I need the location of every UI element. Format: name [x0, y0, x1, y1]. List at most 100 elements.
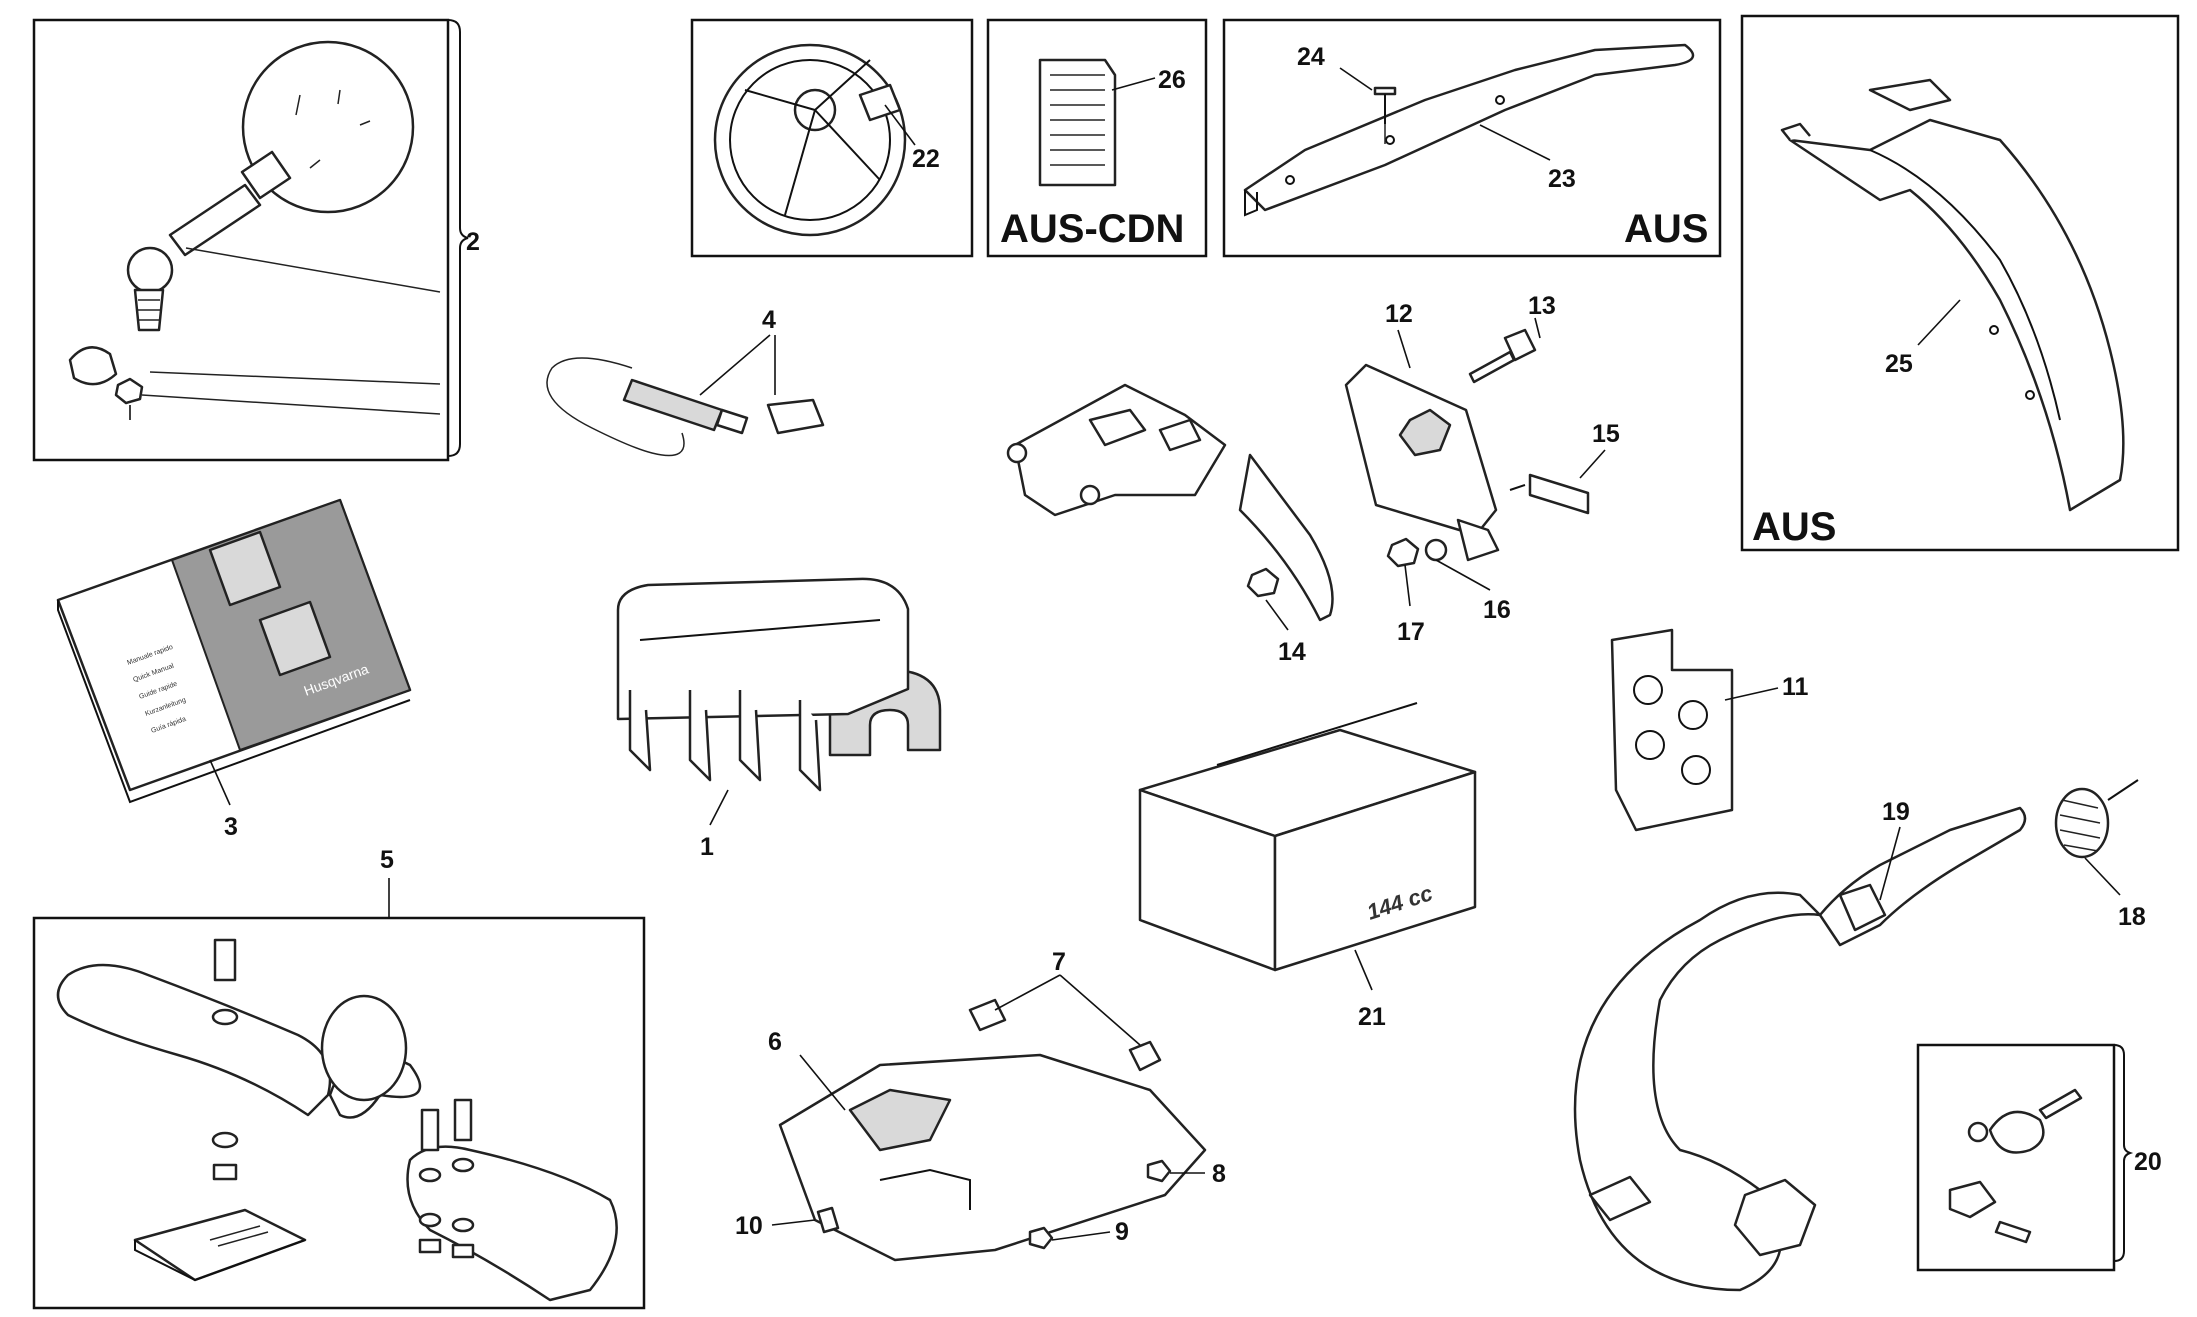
part-5-instruction-card-edge [134, 1239, 306, 1282]
part-10-leader [771, 1219, 816, 1226]
callout-4: 4 [762, 306, 776, 334]
part-8-screw [1146, 1159, 1172, 1183]
part-24-leader [1339, 67, 1373, 91]
part-22-frame [690, 18, 974, 258]
part-23-hole-c [1495, 95, 1505, 105]
part-19-lower-tab [1588, 1175, 1652, 1222]
part-23-hole-b [1385, 135, 1395, 145]
part-6-skid-plate-recess [848, 1088, 952, 1152]
part-25-fender-edge [1869, 149, 2061, 421]
mirror-boot [240, 150, 292, 200]
part-5-handguard-left [56, 963, 332, 1117]
callout-14: 14 [1278, 638, 1306, 666]
part-3-leader [209, 759, 231, 806]
part-20-clamp [1988, 1110, 2045, 1154]
part-16-leader [1435, 559, 1491, 591]
part-4-usb-cap [766, 398, 825, 435]
mirror-reflection-marks [261, 89, 371, 175]
part-9-leader [1051, 1231, 1111, 1241]
callout-26: 26 [1158, 66, 1186, 94]
mirror-thread [138, 299, 160, 321]
part-4-usb-plug [715, 408, 749, 435]
part-1-flap-d [798, 700, 822, 792]
part-17-nut [1386, 537, 1420, 568]
part-11-leader [1724, 687, 1779, 701]
part-12-plate-cross [1398, 408, 1452, 457]
callout-19: 19 [1882, 798, 1910, 826]
part-18-leader [2084, 857, 2121, 896]
part-22-spokes [744, 59, 881, 216]
part-18-spring [2054, 787, 2110, 859]
part-15-pin-end [1509, 484, 1526, 491]
part-21-box-tape [1216, 702, 1418, 766]
part-20-bolt [2038, 1088, 2083, 1120]
part-15-leader [1579, 449, 1606, 479]
callout-22: 22 [912, 145, 940, 173]
part-1-flap-c [738, 690, 762, 782]
part-4-group: 4 [546, 306, 825, 457]
part-14-leader [1265, 599, 1289, 631]
part-18-spring-coils [2059, 799, 2101, 852]
region-aus-rear-fender: AUS [1752, 505, 1836, 549]
part-5-washer-b [211, 1131, 239, 1149]
callout-5: 5 [380, 846, 394, 874]
part-4-leader [699, 334, 776, 396]
part-22-group: 22 [690, 18, 974, 258]
part-6-skid-plate-rib [879, 1168, 971, 1210]
part-7-tab-a [968, 998, 1007, 1032]
callout-15: 15 [1592, 420, 1620, 448]
plate-holder-bracket-holes [1088, 408, 1202, 452]
part-5-washer-f [451, 1217, 475, 1233]
part-3-group: Husqvarna Manuale rapido Quick Manual Gu… [56, 498, 412, 841]
part-22-leader [884, 104, 916, 146]
part-1-group: 1 [616, 577, 942, 861]
part-10-spacer [816, 1206, 840, 1234]
part-4-usb-body [622, 378, 724, 432]
part-9-screw [1028, 1226, 1054, 1250]
part-13-bolt-shank [1468, 350, 1516, 384]
part-5-washer-d [451, 1157, 475, 1173]
part-11-circle-a [1633, 675, 1663, 705]
part-4-lanyard [546, 357, 685, 457]
part-5-washer-c [418, 1167, 442, 1183]
part-22-inner-ring [729, 59, 891, 221]
region-aus-fender-guard: AUS [1624, 207, 1708, 251]
part-5-clamp-ring [320, 994, 408, 1102]
callout-12: 12 [1385, 300, 1413, 328]
mirror-joint [126, 246, 174, 294]
part-26-texture [1050, 74, 1105, 166]
callout-1: 1 [700, 833, 714, 861]
part-5-frame [32, 916, 646, 1310]
plate-holder-bracket [1013, 383, 1227, 517]
callout-24: 24 [1297, 43, 1325, 71]
callout-16: 16 [1483, 596, 1511, 624]
part-3-manual-spine [57, 600, 411, 804]
part-25-frame [1740, 14, 2180, 552]
callout-10: 10 [735, 1212, 763, 1240]
callout-8: 8 [1212, 1160, 1226, 1188]
callout-2: 2 [466, 228, 480, 256]
mirror-arm [168, 183, 262, 257]
callout-17: 17 [1397, 618, 1425, 646]
part-20-group: 20 [1916, 1043, 2162, 1272]
part-7-leader [994, 974, 1141, 1046]
part-24-screw-head [1373, 86, 1397, 96]
mirror-kit-frame [32, 18, 450, 462]
part-6-leader [799, 1054, 846, 1111]
callout-13: 13 [1528, 292, 1556, 320]
part-14-nut [1246, 567, 1280, 598]
part-5-group: 5 [32, 846, 646, 1310]
part-19-header-pipe-upper [1818, 806, 2027, 947]
part-23-group: 24 23 AUS [1222, 18, 1722, 258]
group-2-bracket [447, 19, 469, 457]
part-26-sticker [1038, 58, 1117, 187]
part-7-tab-b [1128, 1040, 1162, 1072]
mirror-leader-lines [141, 247, 441, 415]
part-26-frame [986, 18, 1208, 258]
part-18-spring-hook [2107, 779, 2139, 801]
part-5-washer-a [211, 1008, 239, 1026]
part-23-rail [1243, 43, 1695, 212]
part-5-instruction-card-lines [209, 1225, 269, 1247]
part-19-outlet-flange [1733, 1178, 1817, 1257]
